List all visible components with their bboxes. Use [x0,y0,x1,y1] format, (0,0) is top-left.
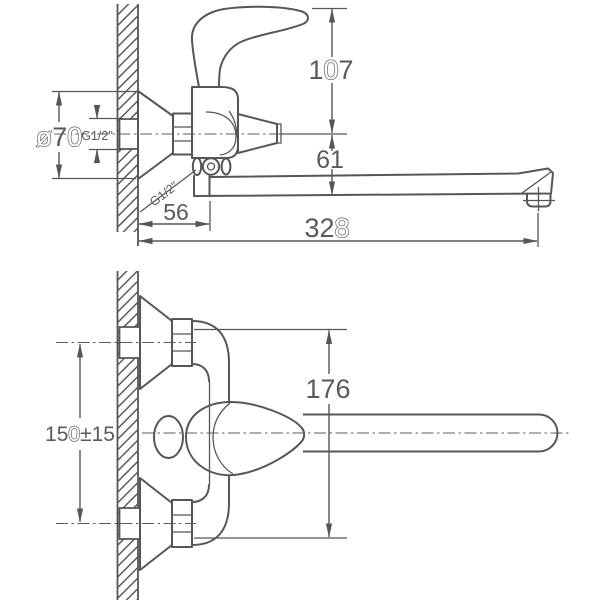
dim-328-label: 328 [304,213,349,243]
wall-hatch [117,271,138,600]
dome-contour [228,110,238,138]
nut-flats-bottom [172,514,192,533]
front-view-dimensions [56,328,572,539]
wall-section-front [116,271,141,600]
body-elbow-top-inner [191,363,210,382]
ext-176 [194,328,347,539]
leader-spout-thread [139,169,197,213]
nut-flats [173,126,192,142]
front-view: 176 150±15 [45,271,572,600]
dim-107-label: 107 [308,55,353,85]
dim-diameter-label: ø70 [36,122,83,152]
faucet-body [191,86,239,159]
cartridge-dome [205,111,237,156]
spout-side [193,167,554,197]
faucet-front [139,295,559,571]
dim-56-label: 56 [163,199,189,225]
outlet-stub [193,175,211,197]
handle-knob-front [153,415,184,459]
side-view-dimensions [52,7,539,247]
swivel-nut-center [201,157,221,176]
swivel-nut-right [220,157,232,176]
swivel-nut-bore [206,162,216,171]
handle-front [185,401,306,477]
side-view: 107 61 56 328 ø70 G1/2" G1/2" [35,4,555,247]
wall-hatch [117,4,138,232]
swivel-nut-left [191,157,203,176]
escutcheon-bell [137,90,174,180]
spout-end-facet [520,171,552,195]
ext-flange [52,90,136,180]
dim-150-label: 150±15 [45,423,115,446]
dim-61-label: 61 [316,146,344,174]
nut-flats-top [172,333,192,352]
handle-lever [190,5,309,88]
body-elbow-bottom-inner [191,484,210,503]
wall-thread-label: G1/2" [81,129,113,143]
nozzle-crosshair [523,187,555,212]
faucet-side [137,5,555,212]
dim-176-label: 176 [305,374,350,404]
handle-front-contour [212,402,234,475]
spout-thread-label: G1/2" [147,179,181,209]
